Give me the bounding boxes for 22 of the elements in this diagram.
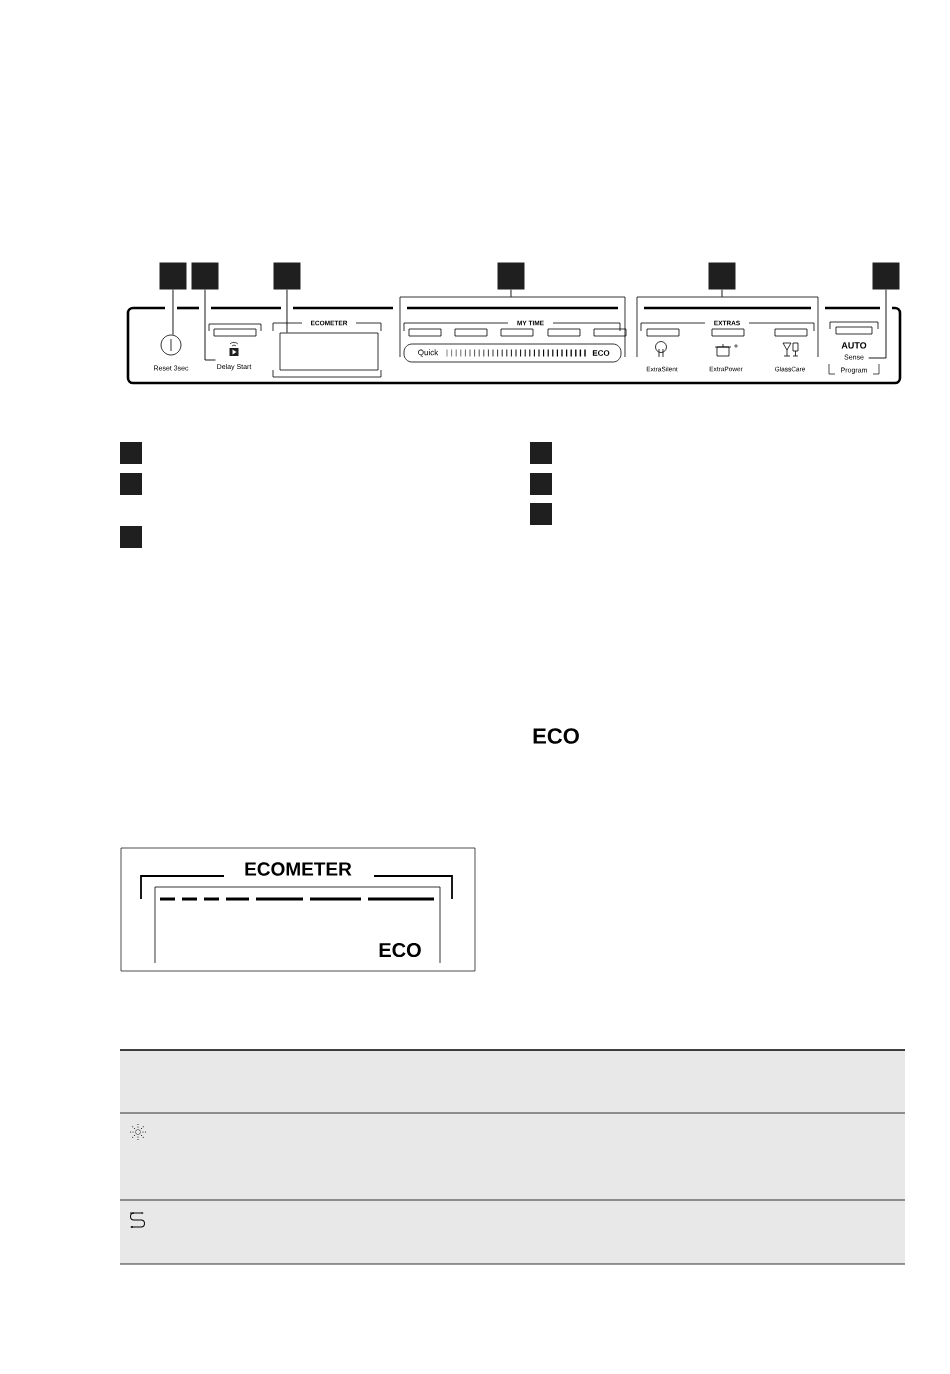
eco-label: ECO (533, 728, 579, 744)
callout-box (191, 262, 219, 290)
callout-box (120, 526, 142, 548)
leader-line (286, 289, 288, 334)
callout-box (530, 473, 552, 495)
callout-box (497, 262, 525, 290)
callout-box (159, 262, 187, 290)
display-text: ECO (379, 942, 421, 958)
leader-line (868, 289, 887, 359)
callout-box (708, 262, 736, 290)
callout-box (120, 473, 142, 495)
leader-line (721, 289, 723, 298)
leader-line (172, 289, 174, 336)
callout-box (120, 442, 142, 464)
callout-box (530, 442, 552, 464)
time-slider: Quick ECO (403, 343, 622, 363)
leader-line (510, 289, 512, 298)
callout-box (530, 503, 552, 525)
callout-box (273, 262, 301, 290)
display-heading: ECOMETER (245, 862, 352, 876)
leader-line (204, 289, 216, 361)
callout-box (872, 262, 900, 290)
